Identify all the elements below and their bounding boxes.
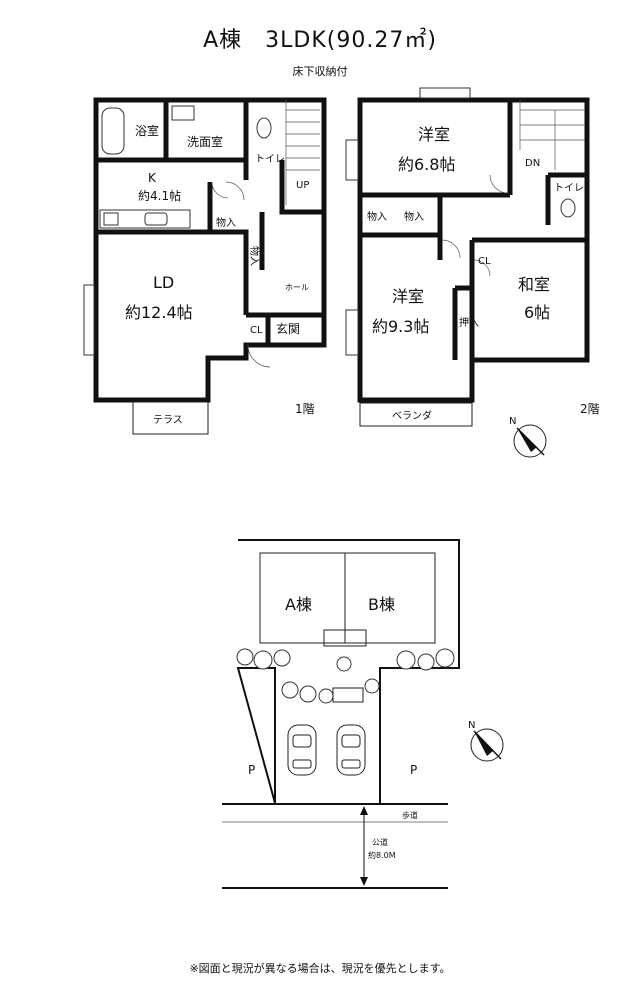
staircase-2f [519, 100, 585, 170]
room-japanese-size: 6帖 [524, 303, 550, 322]
storage-vertical-label: 物入 [248, 246, 261, 266]
north-arrow-icon: N [468, 720, 504, 762]
floor-1-outer-wall [93, 97, 327, 403]
room-bath-label: 浴室 [135, 123, 159, 138]
site-boundary [236, 539, 460, 804]
window-2f-left [345, 139, 359, 181]
site-plan: A棟 B棟 P P [222, 539, 460, 889]
storage-2f-b-label: 物入 [404, 210, 424, 223]
veranda [359, 402, 473, 427]
building-a-label: A棟 [285, 595, 312, 614]
building-b [344, 552, 436, 644]
floor-2-label: 2階 [580, 401, 600, 416]
floor-1-plan: 浴室 洗面室 トイレ K 約4.1帖 物入 UP 物入 ホール LD 約12.4… [83, 97, 327, 435]
compass-label-top: N [509, 416, 516, 427]
building-b-label: B棟 [368, 595, 395, 614]
terrace [132, 401, 209, 435]
storage-1f-label: 物入 [216, 216, 236, 229]
sidewalk-label: 歩道 [402, 810, 418, 820]
page-subtitle: 床下収納付 [292, 65, 348, 78]
floor-1-label: 1階 [295, 401, 315, 416]
room-entrance-label: 玄関 [276, 321, 300, 336]
floor-2-plan: 洋室 約6.8帖 DN トイレ 物入 物入 洋室 約9.3帖 CL 和室 6帖 … [345, 87, 600, 427]
toilet-2f-fixture [560, 198, 576, 218]
road-label: 公道 [372, 837, 388, 847]
stair-up-label: UP [296, 180, 309, 191]
disclaimer-footnote: ※図面と現況が異なる場合は、現況を優先とします。 [189, 962, 451, 975]
page-title: A棟 3LDK(90.27㎡) [203, 28, 437, 53]
room-ld-size: 約12.4帖 [125, 303, 193, 322]
room-hall-label: ホール [285, 283, 309, 292]
room-washroom-label: 洗面室 [187, 134, 223, 149]
room-western-2-size: 約9.3帖 [372, 317, 429, 336]
toilet-1f-fixture [256, 117, 272, 139]
room-japanese-label: 和室 [518, 275, 550, 294]
room-western-1-size: 約6.8帖 [398, 155, 455, 174]
compass-label-site: N [468, 720, 475, 731]
room-toilet-1f-label: トイレ [255, 154, 285, 165]
closet-2f-label: CL [478, 256, 491, 267]
room-ld-label: LD [153, 273, 174, 292]
shrubbery [236, 648, 455, 704]
storage-2f-a-label: 物入 [367, 210, 387, 223]
room-toilet-2f-label: トイレ [554, 183, 584, 194]
stair-down-label: DN [525, 158, 540, 169]
ld-window [83, 284, 95, 356]
window-2f-top [419, 87, 471, 99]
bathtub [101, 107, 125, 155]
wash-basin [171, 105, 195, 121]
room-western-1-label: 洋室 [418, 125, 450, 144]
terrace-label: テラス [153, 414, 183, 426]
car-icon [287, 724, 317, 776]
parking-left-label: P [248, 763, 255, 777]
staircase-1f [285, 100, 320, 205]
closet-1f-label: CL [250, 325, 263, 336]
oshiire-label: 押入 [459, 316, 479, 329]
road-width-label: 約8.0M [368, 850, 396, 860]
room-western-2-label: 洋室 [392, 287, 424, 306]
veranda-label: ベランダ [392, 409, 432, 422]
parking-right-label: P [410, 763, 417, 777]
room-kitchen-label: K [148, 171, 157, 185]
car-icon [336, 724, 366, 776]
room-kitchen-size: 約4.1帖 [138, 188, 181, 203]
north-arrow-icon: N [509, 416, 547, 458]
